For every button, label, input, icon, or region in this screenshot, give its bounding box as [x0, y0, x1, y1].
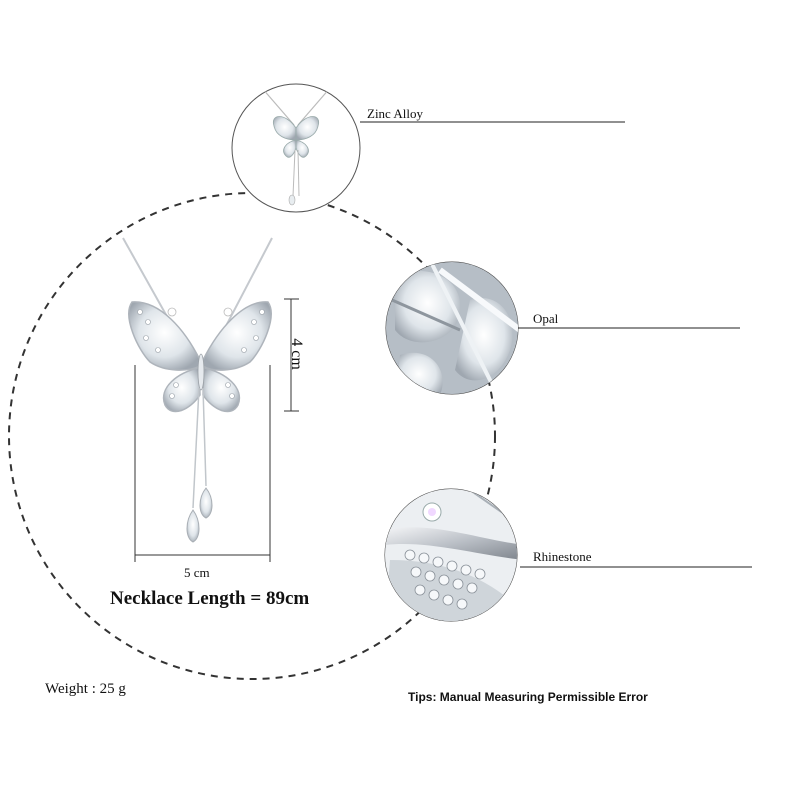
zinc-alloy-label: Zinc Alloy: [367, 106, 423, 121]
height-dimension-label: 4 cm: [288, 338, 305, 370]
rhinestone-detail-circle: [384, 488, 518, 622]
weight-text: Weight : 25 g: [45, 681, 126, 697]
necklace-length-text: Necklace Length = 89cm: [110, 588, 310, 609]
zinc-alloy-detail-circle: [231, 83, 361, 213]
opal-detail-circle: [385, 261, 519, 395]
width-dimension-marker: [134, 365, 271, 562]
height-dimension-marker: [284, 298, 299, 412]
tips-text: Tips: Manual Measuring Permissible Error: [408, 690, 648, 704]
rhinestone-label: Rhinestone: [533, 549, 592, 564]
opal-label: Opal: [533, 311, 559, 326]
width-dimension-label: 5 cm: [184, 565, 210, 580]
butterfly-necklace-image: [122, 237, 273, 543]
